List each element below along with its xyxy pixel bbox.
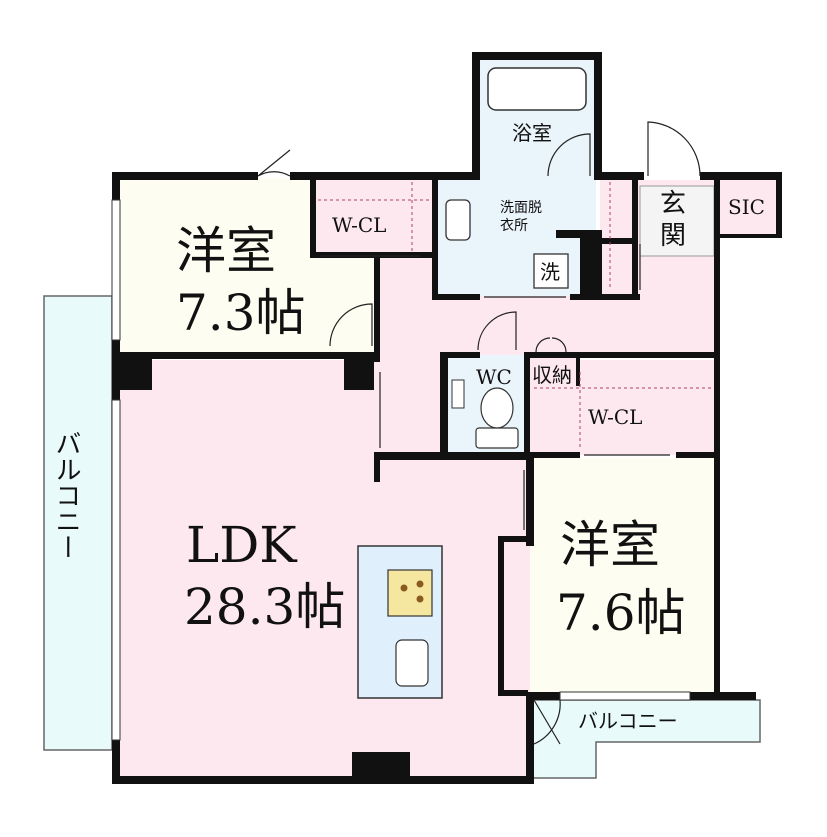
- wall: [374, 452, 534, 460]
- wall: [112, 776, 532, 784]
- wall: [112, 172, 258, 180]
- wall: [776, 172, 782, 238]
- entrance-label-1: 玄: [660, 189, 686, 219]
- western-room-2-area: [530, 458, 715, 696]
- wall: [714, 234, 782, 238]
- bathroom-label: 浴室: [512, 121, 552, 145]
- wcl-2-area: [530, 360, 714, 455]
- wall: [374, 252, 380, 362]
- door-swing: [329, 303, 373, 347]
- wc-sink: [451, 379, 465, 409]
- sic-area: [718, 180, 776, 234]
- door-swing: [533, 699, 561, 745]
- wall: [676, 452, 720, 458]
- door-swing: [547, 133, 591, 177]
- wall: [594, 52, 602, 180]
- kitchen-sink: [395, 639, 429, 687]
- wall: [576, 356, 580, 386]
- wall: [498, 536, 528, 542]
- wall: [700, 172, 782, 180]
- washer-box: [533, 253, 569, 289]
- wall: [596, 238, 636, 244]
- balcony-west-area: [43, 295, 113, 751]
- entrance-label-2: 関: [660, 221, 686, 251]
- entrance-floor: [639, 185, 715, 257]
- burner: [416, 595, 424, 603]
- window: [111, 399, 121, 741]
- wall: [526, 692, 534, 784]
- ldk-size: 28.3帖: [184, 578, 345, 636]
- washroom-label-1: 洗面脱: [500, 200, 542, 216]
- wcl-1-area: [316, 180, 432, 256]
- wall: [118, 352, 380, 359]
- wall: [472, 52, 480, 180]
- balcony-west-label: バルコニー: [51, 430, 81, 560]
- door-swing: [647, 121, 701, 177]
- wall: [580, 230, 602, 300]
- wall: [290, 172, 478, 180]
- wall: [530, 452, 580, 458]
- wall: [632, 176, 638, 296]
- toilet-tank: [475, 427, 519, 449]
- burner: [400, 584, 408, 592]
- western-room-2-name: 洋室: [560, 516, 660, 574]
- wall: [498, 536, 504, 696]
- wall: [432, 176, 438, 298]
- wcl-1-label: W-CL: [332, 213, 386, 237]
- wall: [432, 294, 480, 300]
- window: [559, 691, 691, 701]
- wall: [374, 452, 380, 482]
- wall: [310, 176, 316, 256]
- window: [111, 199, 121, 341]
- wall: [594, 172, 644, 180]
- toilet-bowl: [480, 387, 514, 429]
- wall: [526, 456, 534, 546]
- bathtub: [487, 67, 587, 111]
- wall: [570, 294, 640, 300]
- wall: [352, 752, 410, 780]
- wall: [556, 230, 602, 238]
- stove: [387, 569, 433, 617]
- wcl-2-label: W-CL: [588, 405, 642, 429]
- door-swing: [535, 337, 567, 353]
- wall: [472, 52, 602, 60]
- sic-label: SIC: [728, 195, 765, 219]
- western-room-2-size: 7.6帖: [556, 584, 686, 642]
- western-room-1-size: 7.3帖: [176, 284, 306, 342]
- door-swing: [477, 311, 517, 351]
- western-room-1-name: 洋室: [176, 222, 276, 280]
- wc-label: WC: [476, 365, 512, 389]
- storage-label: 収納: [532, 363, 572, 387]
- wall: [310, 252, 436, 258]
- door-swing: [257, 149, 291, 177]
- wall: [498, 690, 528, 696]
- wall: [714, 172, 720, 692]
- wash-basin: [445, 199, 471, 241]
- wall: [524, 352, 720, 358]
- wall: [120, 352, 152, 390]
- washroom-label-2: 衣所: [500, 218, 528, 234]
- balcony-south-label: バルコニー: [578, 709, 678, 733]
- wall: [440, 352, 448, 456]
- ldk-name: LDK: [186, 516, 298, 574]
- wall: [440, 352, 480, 358]
- wall: [344, 352, 374, 390]
- wall: [524, 352, 530, 458]
- washer-label: 洗: [540, 260, 560, 284]
- burner: [416, 580, 424, 588]
